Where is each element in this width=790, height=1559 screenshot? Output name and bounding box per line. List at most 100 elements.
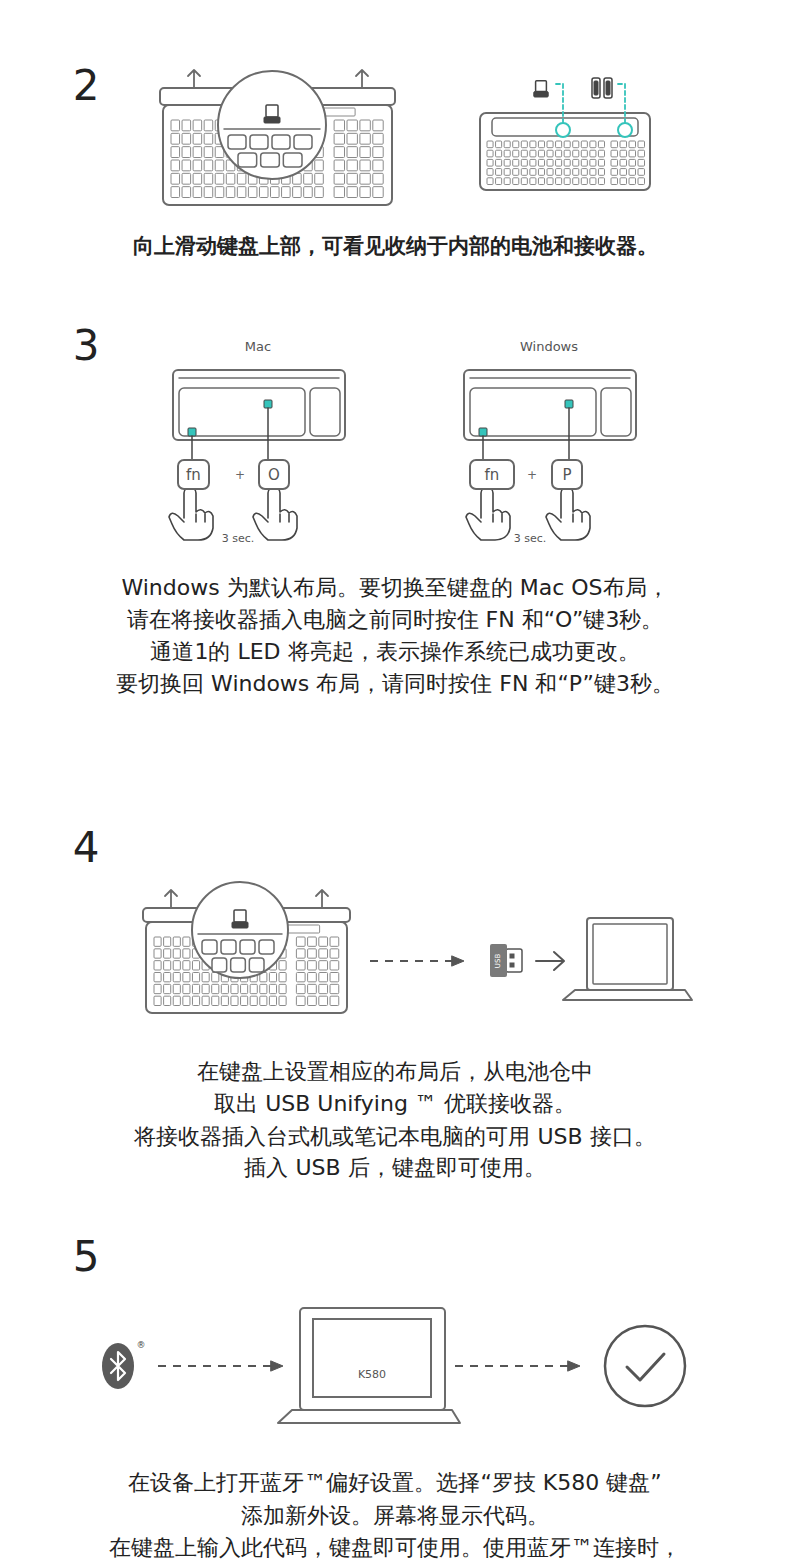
step-number: 5	[73, 1232, 100, 1282]
key-cap	[164, 996, 171, 1005]
magnifier	[218, 71, 326, 179]
key-cap	[513, 150, 519, 157]
usb-pin	[510, 963, 514, 967]
key-cap	[513, 169, 519, 176]
key-cap	[620, 141, 627, 148]
key-cap	[360, 160, 370, 171]
instruction-text: 通道1的 LED 将亮起，表示操作系统已成功更改。	[150, 639, 639, 665]
key-cap	[538, 150, 544, 157]
receiver-icon	[264, 117, 280, 123]
key-cap	[182, 187, 191, 198]
key-cap	[183, 937, 190, 946]
magnified-key	[259, 940, 274, 954]
key-cap	[308, 996, 317, 1005]
magnified-key	[202, 940, 217, 954]
key-cap	[237, 187, 246, 198]
leader-line	[617, 84, 625, 123]
key-cap	[373, 187, 383, 198]
magnified-key	[240, 940, 255, 954]
key-cap	[204, 160, 213, 171]
key-cap	[296, 984, 305, 993]
small-label: Mac	[245, 339, 271, 355]
key-cap	[538, 141, 544, 148]
key-cap	[598, 141, 604, 148]
key-cap	[496, 150, 502, 157]
key-cap	[269, 973, 276, 982]
key-cap	[192, 984, 199, 993]
key-cap	[171, 147, 180, 158]
key-cap	[620, 169, 627, 176]
key-cap	[629, 169, 636, 176]
key-cap	[204, 187, 213, 198]
key-cap	[215, 160, 224, 171]
key-cap	[192, 996, 199, 1005]
node-text: fn	[485, 466, 500, 484]
key-cap	[171, 120, 180, 131]
arrow-head	[568, 1361, 580, 1371]
key-cap	[521, 141, 527, 148]
key-cap	[173, 961, 180, 970]
key-cap	[193, 187, 202, 198]
key-cap	[547, 169, 553, 176]
check-mark	[627, 1354, 664, 1380]
key-cap	[204, 147, 213, 158]
receiver-icon	[534, 92, 548, 97]
key-cap	[581, 141, 587, 148]
arrow-head	[271, 1361, 283, 1371]
key-cap	[611, 141, 618, 148]
instruction-text: Windows 为默认布局。要切换至键盘的 Mac OS布局，	[121, 575, 668, 601]
key-cap	[319, 961, 328, 970]
instruction-text: 插入 USB 后，键盘即可使用。	[244, 1155, 545, 1181]
battery-bay	[492, 118, 638, 136]
laptop-screen	[593, 924, 667, 984]
small-label: Windows	[520, 339, 578, 355]
magnified-key	[272, 135, 290, 149]
key-cap	[521, 178, 527, 185]
key-cap	[183, 984, 190, 993]
laptop-lid	[587, 918, 673, 990]
small-label: 3 sec.	[222, 532, 255, 545]
slide-cover	[143, 908, 350, 922]
key-cap	[259, 187, 268, 198]
led-line	[482, 436, 484, 459]
key-area	[179, 388, 305, 436]
key-cap	[164, 961, 171, 970]
battery-fill	[606, 81, 610, 95]
key-cap	[269, 984, 276, 993]
pressing-hand	[169, 487, 213, 540]
key-cap	[164, 973, 171, 982]
key-cap	[360, 173, 370, 184]
key-cap	[334, 133, 344, 144]
key-cap	[319, 937, 328, 946]
key-cap	[296, 937, 305, 946]
check-circle	[605, 1326, 685, 1406]
key-cap	[530, 150, 536, 157]
key-cap	[573, 178, 579, 185]
step-number: 2	[73, 61, 100, 111]
keyboard-body	[163, 105, 392, 205]
key-cap	[573, 159, 579, 166]
key-cap	[638, 141, 645, 148]
small-label: +	[527, 468, 537, 482]
key-cap	[282, 187, 291, 198]
key-cap	[496, 169, 502, 176]
key-cap	[154, 973, 161, 982]
led-line	[568, 408, 570, 459]
key-cap	[581, 169, 587, 176]
key-cap	[241, 996, 248, 1005]
node-text: USB	[495, 953, 503, 967]
key-box: P	[551, 459, 583, 490]
receiver-icon	[232, 922, 248, 928]
key-cap	[334, 120, 344, 131]
key-cap	[154, 961, 161, 970]
instruction-text: 在键盘上设置相应的布局后，从电池仓中	[197, 1059, 593, 1085]
key-cap	[221, 996, 228, 1005]
key-cap	[360, 133, 370, 144]
key-cap	[173, 984, 180, 993]
key-cap	[308, 937, 317, 946]
key-cap	[182, 173, 191, 184]
small-label: 3 sec.	[514, 532, 547, 545]
instruction-text: 添加新外设。屏幕将显示代码。	[241, 1503, 549, 1529]
key-cap	[538, 159, 544, 166]
key-cap	[556, 150, 562, 157]
